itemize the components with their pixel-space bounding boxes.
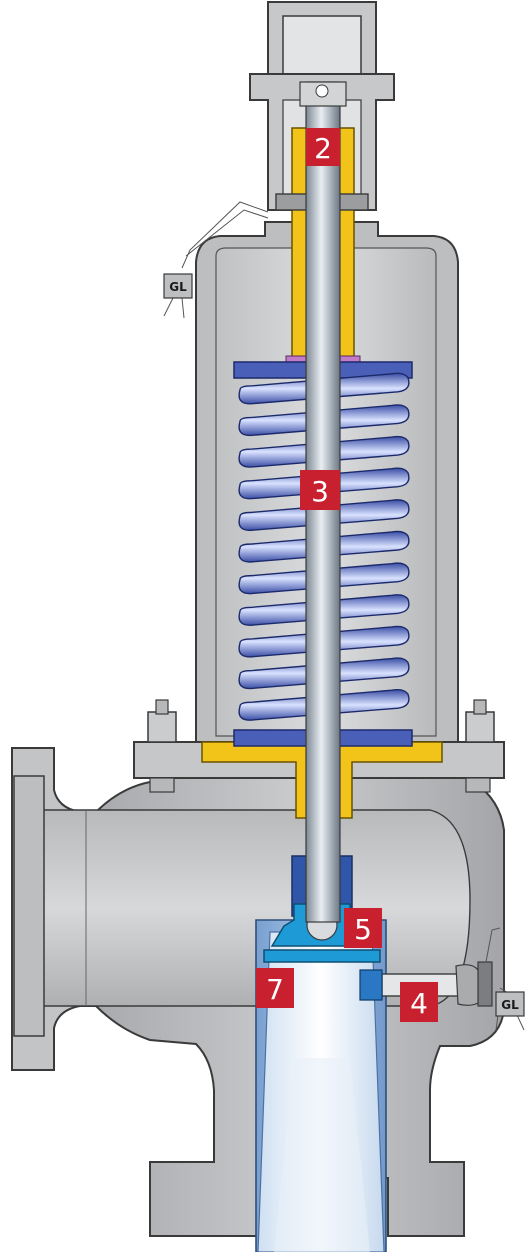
seal-wire-top (163, 201, 269, 319)
callout-2: 2 (306, 128, 340, 166)
callout-4-label: 4 (410, 987, 428, 1020)
callout-5-label: 5 (354, 913, 372, 946)
callout-3-label: 3 (311, 475, 329, 508)
seal-tag-top-label: GL (169, 280, 187, 294)
callout-7-label: 7 (266, 973, 284, 1006)
callout-4: 4 (400, 982, 438, 1022)
callout-2-label: 2 (314, 132, 332, 165)
seal-tag-top: GL (163, 273, 193, 299)
callout-3: 3 (300, 470, 340, 510)
seal-tag-side: GL (495, 991, 525, 1017)
flange-bolts (147, 699, 495, 793)
seal-tag-side-label: GL (501, 998, 519, 1012)
callout-5: 5 (344, 908, 382, 948)
callout-7: 7 (256, 968, 294, 1008)
